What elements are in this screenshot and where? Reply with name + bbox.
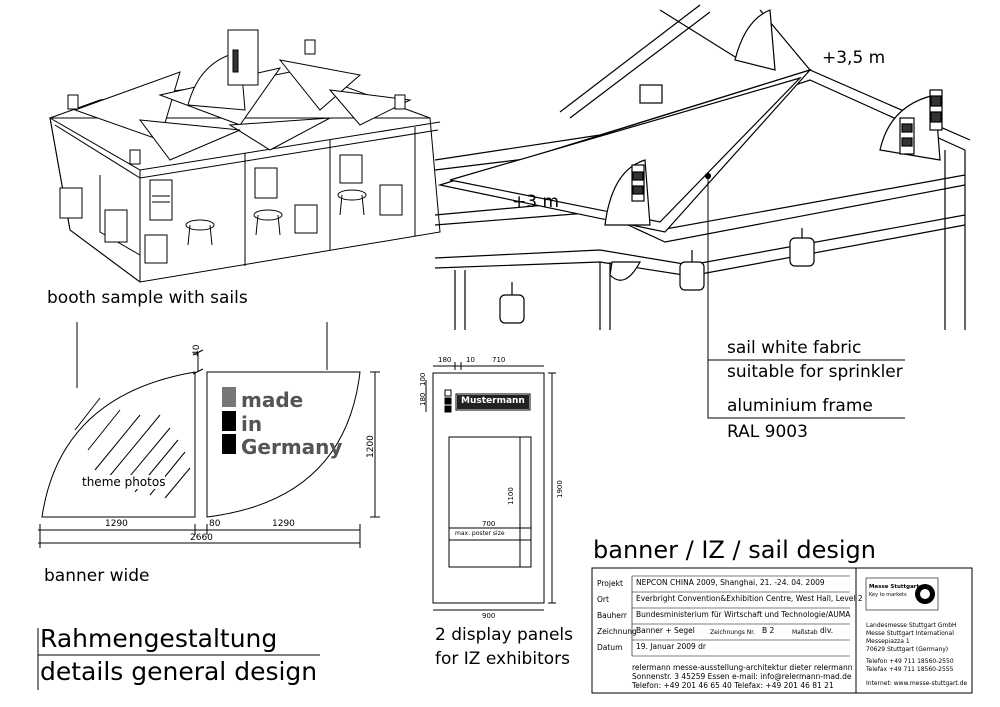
dim-right: 1290 <box>272 519 295 529</box>
dim-top: 40 <box>192 344 202 356</box>
tb-value-datum: 19. Januar 2009 dr <box>636 642 707 651</box>
tb-office3: Telefon: +49 201 46 65 40 Telefax: +49 2… <box>632 681 834 690</box>
panel-caption2: for IZ exhibitors <box>435 649 570 669</box>
panel-dim-b: 10 <box>466 356 475 364</box>
messe-logo-name: Messe Stuttgart <box>869 584 920 590</box>
panel-name-strip: Mustermann <box>461 396 525 406</box>
tb-label-ort: Ort <box>597 595 609 604</box>
note-sprinkler: suitable for sprinkler <box>727 362 903 382</box>
tb-drawing-no: B 2 <box>762 626 775 635</box>
note-ral: RAL 9003 <box>727 422 808 442</box>
panel-dim-width: 900 <box>482 612 496 620</box>
panel-dim-poster-h: 1100 <box>507 487 515 505</box>
note-aluminium-frame: aluminium frame <box>727 396 873 416</box>
panel-dim-height: 1900 <box>556 480 564 498</box>
height-low-label: +3 m <box>512 192 560 212</box>
messe-addr1: Landesmesse Stuttgart GmbH <box>866 622 957 629</box>
note-sail-fabric: sail white fabric <box>727 338 862 358</box>
panel-caption1: 2 display panels <box>435 625 574 645</box>
messe-addr3: Messepiazza 1 <box>866 638 910 645</box>
tb-label-zeichnung: Zeichnung <box>597 627 637 636</box>
booth-caption: booth sample with sails <box>47 288 248 308</box>
tb-drawing-no-label: Zeichnungs Nr. <box>710 629 756 636</box>
logo-germany: Germany <box>241 435 343 459</box>
messe-tel: Telefon +49 711 18560-2550 <box>866 658 954 665</box>
tb-label-datum: Datum <box>597 643 623 652</box>
panel-dim-c: 710 <box>492 356 506 364</box>
tb-value-zeichnung: Banner + Segel <box>636 626 695 635</box>
sheet-title: banner / IZ / sail design <box>593 536 876 564</box>
banner-wide-drawing <box>37 322 380 690</box>
panel-dim-v1: 180 <box>419 392 427 406</box>
messe-fax: Telefax +49 711 18560-2555 <box>866 666 954 673</box>
panel-dim-poster-w: 700 <box>482 520 496 528</box>
logo-in: in <box>241 412 263 436</box>
messe-addr4: 70629 Stuttgart (Germany) <box>866 646 949 653</box>
tb-office1: relermann messe-ausstellung-architektur … <box>632 663 853 672</box>
tb-scale: div. <box>820 626 834 635</box>
tb-value-bauherr: Bundesministerium für Wirtschaft und Tec… <box>636 610 851 619</box>
tb-scale-label: Maßstab <box>792 629 818 636</box>
panel-dim-a: 180 <box>438 356 452 364</box>
theme-photos-label: theme photos <box>82 475 166 489</box>
banner-caption: banner wide <box>44 566 150 586</box>
general-line1: Rahmengestaltung <box>40 624 278 653</box>
dim-gap: 80 <box>209 519 221 529</box>
dim-left: 1290 <box>105 519 128 529</box>
messe-logo-tag: Key to markets <box>869 592 907 598</box>
title-block-frame <box>591 567 973 694</box>
poster-size-label: max. poster size <box>455 530 505 537</box>
tb-label-projekt: Projekt <box>597 579 623 588</box>
panel-dim-v2: 100 <box>419 372 427 386</box>
height-high-label: +3,5 m <box>822 48 886 68</box>
tb-label-bauherr: Bauherr <box>597 611 627 620</box>
dim-total: 2660 <box>190 533 213 543</box>
sail-detail-drawing <box>434 4 971 419</box>
tb-office2: Sonnenstr. 3 45259 Essen e-mail: info@re… <box>632 672 852 681</box>
messe-addr2: Messe Stuttgart International <box>866 630 954 637</box>
booth-isometric-drawing <box>49 29 441 283</box>
logo-made: made <box>241 388 304 412</box>
display-panel-drawing <box>425 362 556 611</box>
general-line2: details general design <box>40 657 318 686</box>
messe-web: Internet: www.messe-stuttgart.de <box>866 680 968 687</box>
dim-height: 1200 <box>366 435 376 458</box>
tb-value-projekt: NEPCON CHINA 2009, Shanghai, 21. -24. 04… <box>636 578 825 587</box>
tb-value-ort: Everbright Convention&Exhibition Centre,… <box>636 594 863 603</box>
